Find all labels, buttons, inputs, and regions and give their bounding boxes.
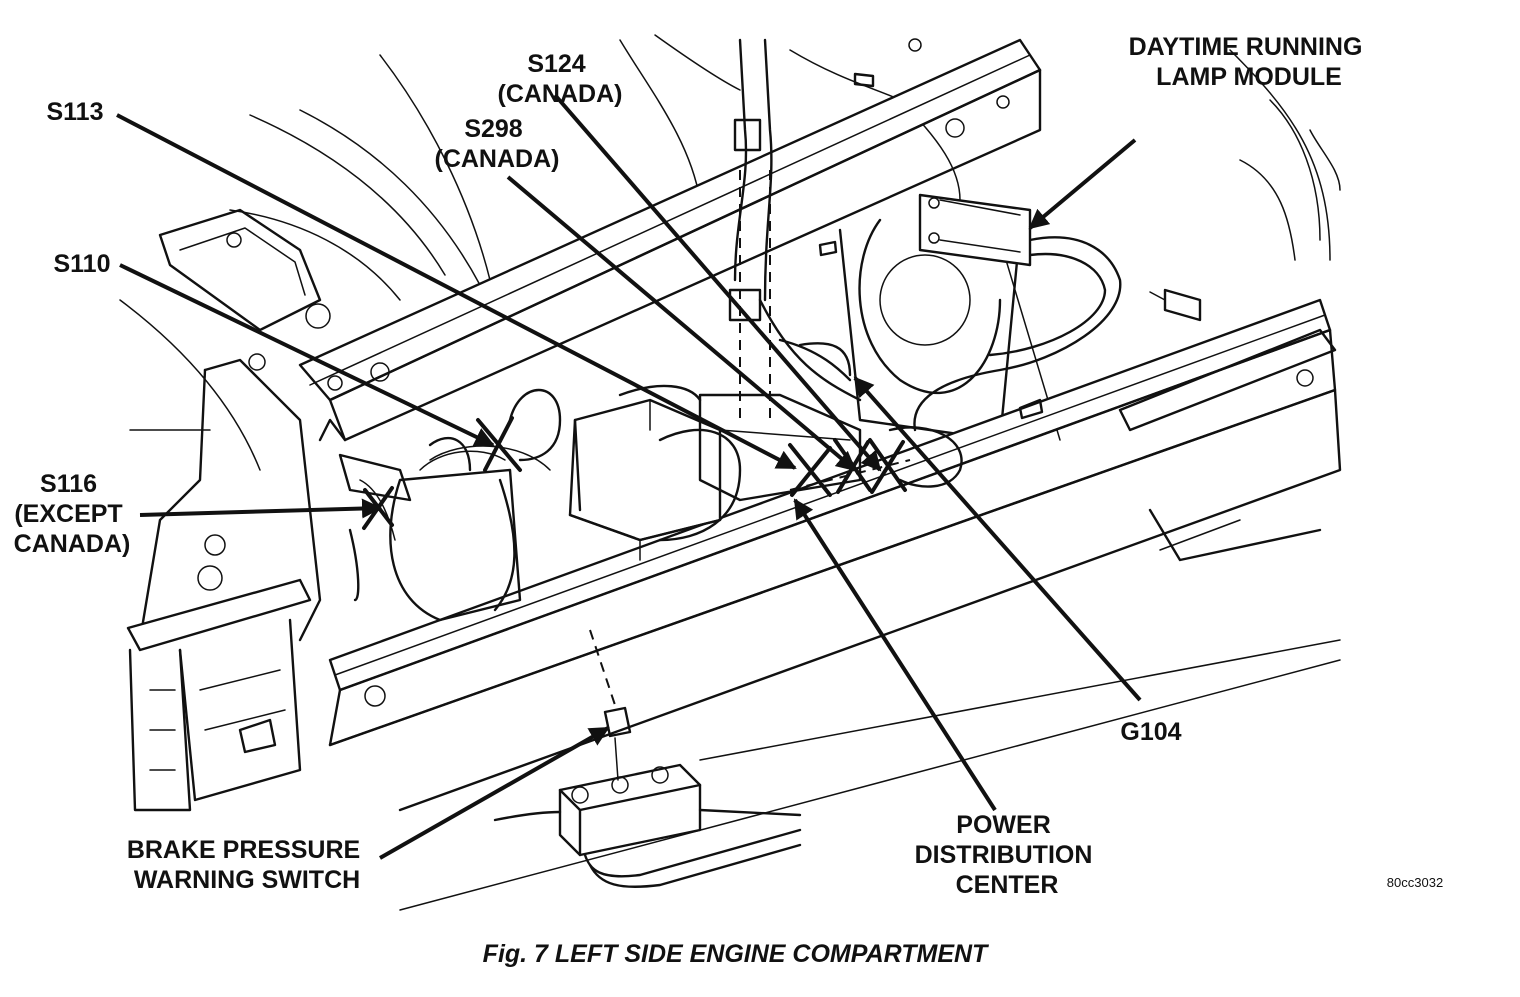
brake-warning-switch-assembly [493, 706, 802, 888]
label-s124: S124 (CANADA) [498, 50, 623, 108]
brake-booster [338, 436, 522, 622]
s110-splice-mark [476, 416, 522, 472]
leader-s113 [116, 113, 797, 470]
leader-s110 [119, 263, 495, 447]
front-frame [126, 578, 312, 812]
lower-frame-rail [328, 298, 1342, 911]
label-s110: S110 [53, 250, 110, 278]
upper-rail [298, 38, 1042, 442]
radiator-support [138, 208, 331, 642]
engine-compartment-drawing [119, 34, 1342, 911]
label-s113: S113 [46, 98, 103, 126]
label-brake-pressure-warning-switch: BRAKE PRESSURE WARNING SWITCH [127, 836, 367, 894]
label-g104: G104 [1120, 718, 1181, 746]
leader-brake-pressure-warning-switch [379, 726, 610, 860]
fender-panels [119, 34, 1341, 471]
figure-caption: Fig. 7 LEFT SIDE ENGINE COMPARTMENT [483, 940, 990, 968]
leader-s298 [506, 175, 857, 472]
leader-s116 [139, 498, 382, 519]
label-s116: S116 (EXCEPT CANADA) [14, 470, 131, 558]
label-power-distribution-center: POWER DISTRIBUTION CENTER [915, 811, 1100, 899]
leader-s124 [553, 93, 882, 472]
s124-splice-mark [868, 438, 907, 494]
drl-module [818, 38, 1202, 420]
callout-labels: S124 (CANADA) DAYTIME RUNNING LAMP MODUL… [14, 33, 1370, 899]
leader-power-distribution-center [793, 498, 997, 812]
label-s298: S298 (CANADA) [435, 115, 560, 173]
leader-lines [116, 93, 1142, 860]
leader-g104 [853, 376, 1142, 702]
leader-drl-module [1028, 138, 1137, 230]
label-daytime-running-lamp-module: DAYTIME RUNNING LAMP MODULE [1129, 33, 1370, 91]
figure-code: 80cc3032 [1387, 875, 1443, 890]
wiring-harness [429, 38, 1122, 612]
power-distribution-center-box [568, 393, 862, 561]
